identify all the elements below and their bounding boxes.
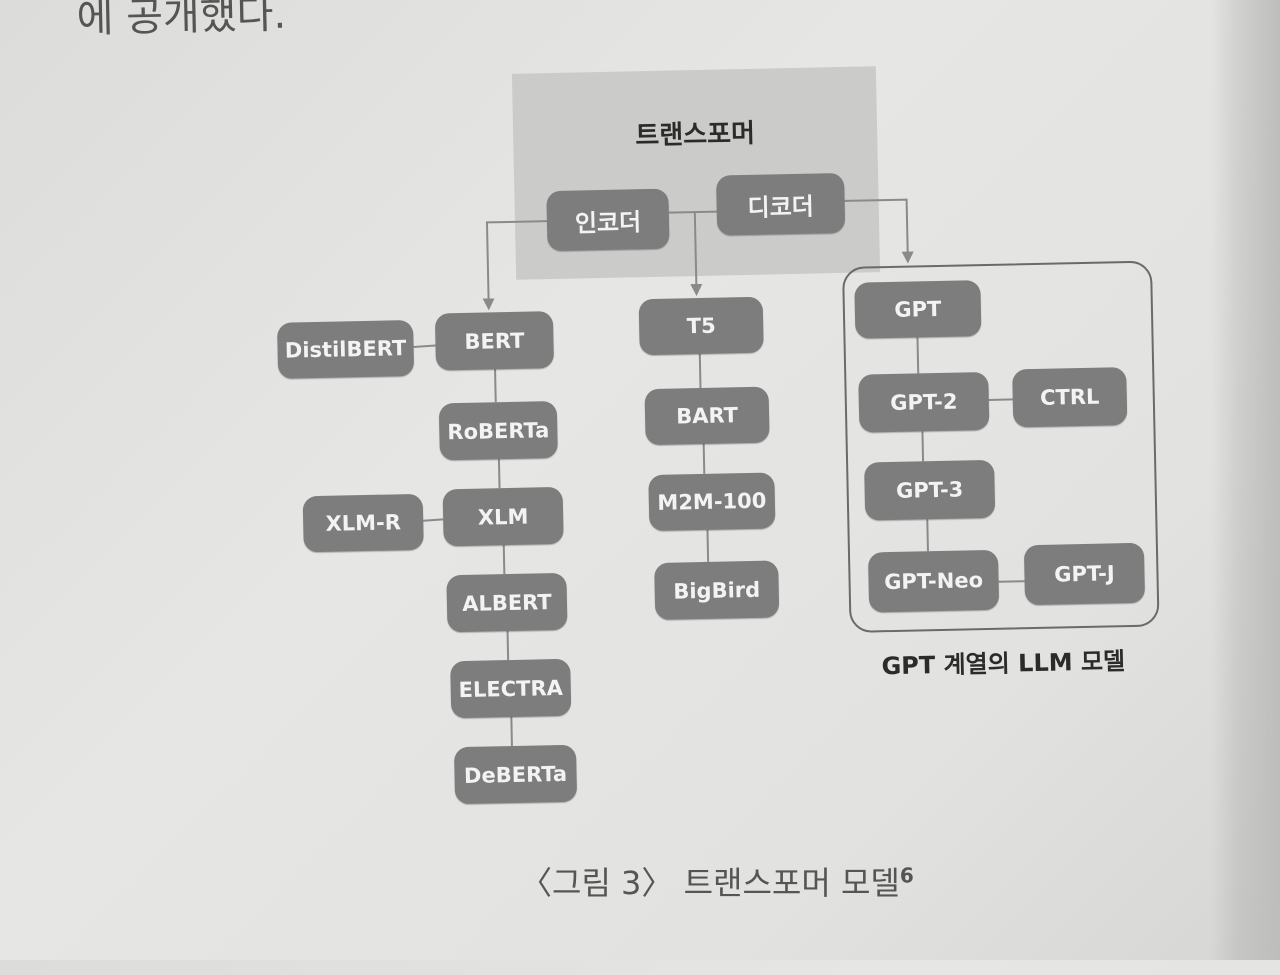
link-gpt2-ctrl bbox=[988, 398, 1013, 401]
node-albert: ALBERT bbox=[446, 572, 568, 633]
page-edge-shadow bbox=[1210, 0, 1280, 960]
caption-footnote-mark: 6 bbox=[899, 863, 914, 888]
link-xlm-albert bbox=[502, 544, 506, 575]
node-bert: BERT bbox=[434, 311, 555, 371]
node-roberta: RoBERTa bbox=[438, 400, 558, 461]
link-t5-bart bbox=[698, 353, 702, 388]
node-t5: T5 bbox=[638, 296, 764, 356]
node-distilbert: DistilBERT bbox=[277, 319, 415, 379]
arrow-junction-to-t5 bbox=[668, 210, 717, 214]
node-xlm: XLM bbox=[442, 486, 564, 547]
encoder-node: 인코더 bbox=[546, 188, 670, 252]
node-ctrl: CTRL bbox=[1012, 367, 1128, 428]
arrow-encoder-to-bert bbox=[482, 220, 547, 311]
node-bart: BART bbox=[644, 386, 770, 446]
node-gptneo: GPT-Neo bbox=[867, 549, 1000, 613]
node-m2m100: M2M-100 bbox=[648, 472, 776, 532]
node-gpt2: GPT-2 bbox=[858, 371, 990, 433]
arrow-junction-down-to-t5 bbox=[690, 212, 703, 297]
link-electra-deberta bbox=[510, 716, 513, 747]
node-gptj: GPT-J bbox=[1023, 542, 1146, 606]
arrow-decoder-to-gpt bbox=[844, 198, 914, 264]
caption-text: 〈그림 3〉 트랜스포머 모델 bbox=[520, 864, 900, 902]
link-gpt-gpt2 bbox=[916, 337, 920, 374]
link-distilbert-bert bbox=[413, 344, 436, 348]
decoder-node: 디코더 bbox=[716, 172, 846, 236]
node-xlmr: XLM-R bbox=[302, 493, 424, 553]
node-gpt: GPT bbox=[854, 280, 982, 339]
node-bigbird: BigBird bbox=[654, 560, 780, 620]
link-gptneo-gptj bbox=[998, 580, 1025, 583]
link-bert-roberta bbox=[494, 369, 497, 403]
link-roberta-xlm bbox=[497, 459, 501, 489]
link-gpt3-gptneo bbox=[926, 519, 929, 552]
node-deberta: DeBERTa bbox=[453, 744, 578, 805]
figure-caption: 〈그림 3〉 트랜스포머 모델6 bbox=[520, 858, 914, 904]
link-xlmr-xlm bbox=[423, 518, 444, 522]
link-gpt2-gpt3 bbox=[921, 431, 925, 462]
link-albert-electra bbox=[506, 631, 510, 661]
node-gpt3: GPT-3 bbox=[864, 459, 996, 521]
link-bart-m2m bbox=[702, 441, 706, 474]
node-electra: ELECTRA bbox=[450, 658, 572, 719]
link-m2m-bigbird bbox=[706, 529, 710, 562]
